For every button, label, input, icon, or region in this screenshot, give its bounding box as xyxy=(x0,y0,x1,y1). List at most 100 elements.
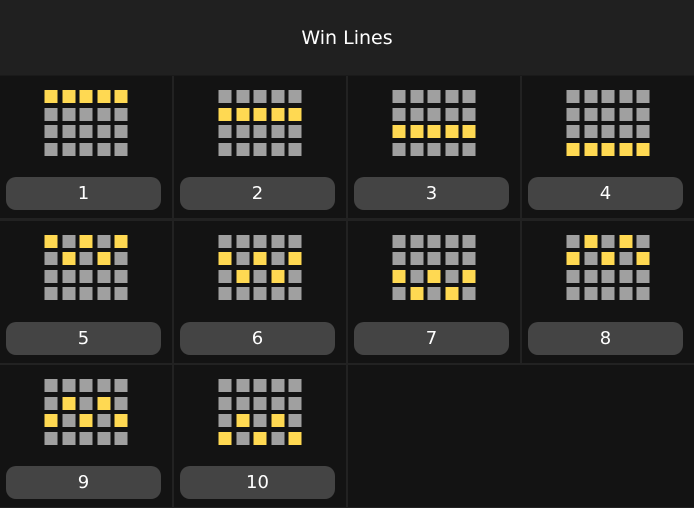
symbol-cell xyxy=(445,142,458,156)
symbol-cell xyxy=(253,396,267,410)
symbol-cell xyxy=(79,431,93,445)
symbol-cell xyxy=(79,252,93,266)
active-symbol-cell xyxy=(253,252,267,266)
symbol-cell xyxy=(114,396,128,410)
active-symbol-cell xyxy=(97,90,110,103)
symbol-cell xyxy=(79,396,93,410)
win-line-number-button[interactable]: 3 xyxy=(354,177,509,210)
symbol-cell xyxy=(601,90,615,103)
symbol-cell xyxy=(288,234,302,248)
symbol-cell xyxy=(218,142,232,156)
symbol-cell xyxy=(79,142,93,156)
win-line-number-button[interactable]: 5 xyxy=(6,321,161,355)
symbol-cell xyxy=(584,107,597,121)
active-symbol-cell xyxy=(427,125,441,138)
win-line-card: 4 xyxy=(522,76,694,218)
win-line-card: 2 xyxy=(174,76,346,218)
win-line-pattern xyxy=(392,90,476,156)
win-line-pattern xyxy=(218,90,302,156)
symbol-cell xyxy=(427,252,441,266)
symbol-cell xyxy=(601,287,615,301)
symbol-cell xyxy=(97,414,110,428)
symbol-cell xyxy=(566,234,580,248)
symbol-cell xyxy=(97,142,110,156)
symbol-cell xyxy=(114,107,128,121)
symbol-cell xyxy=(62,234,75,248)
symbol-cell xyxy=(601,234,615,248)
symbol-cell xyxy=(271,379,284,393)
symbol-cell xyxy=(601,107,615,121)
win-line-number-button[interactable]: 7 xyxy=(354,321,509,355)
symbol-cell xyxy=(288,379,302,393)
active-symbol-cell xyxy=(462,269,476,283)
symbol-cell xyxy=(253,90,267,103)
page-title: Win Lines xyxy=(301,26,393,49)
symbol-cell xyxy=(97,234,110,248)
active-symbol-cell xyxy=(584,142,597,156)
win-line-number-button[interactable]: 2 xyxy=(180,177,335,210)
symbol-cell xyxy=(271,90,284,103)
symbol-cell xyxy=(236,125,249,138)
symbol-cell xyxy=(392,107,406,121)
symbol-cell xyxy=(62,107,75,121)
active-symbol-cell xyxy=(97,396,110,410)
symbol-cell xyxy=(44,379,58,393)
win-line-number-button[interactable]: 6 xyxy=(180,321,335,355)
active-symbol-cell xyxy=(566,142,580,156)
win-line-number-button[interactable]: 4 xyxy=(528,177,683,210)
win-line-card: 10 xyxy=(174,365,346,508)
symbol-cell xyxy=(636,269,650,283)
symbol-cell xyxy=(97,379,110,393)
active-symbol-cell xyxy=(619,234,632,248)
symbol-cell xyxy=(236,287,249,301)
symbol-cell xyxy=(62,379,75,393)
active-symbol-cell xyxy=(44,234,58,248)
symbol-cell xyxy=(427,287,441,301)
symbol-cell xyxy=(97,287,110,301)
active-symbol-cell xyxy=(566,252,580,266)
symbol-cell xyxy=(288,414,302,428)
symbol-cell xyxy=(410,234,423,248)
win-line-pattern xyxy=(392,234,476,301)
active-symbol-cell xyxy=(236,414,249,428)
active-symbol-cell xyxy=(218,252,232,266)
active-symbol-cell xyxy=(445,287,458,301)
symbol-cell xyxy=(253,142,267,156)
symbol-cell xyxy=(601,125,615,138)
symbol-cell xyxy=(114,379,128,393)
symbol-cell xyxy=(427,234,441,248)
active-symbol-cell xyxy=(114,414,128,428)
symbol-cell xyxy=(253,379,267,393)
symbol-cell xyxy=(271,142,284,156)
symbol-cell xyxy=(636,107,650,121)
symbol-cell xyxy=(462,90,476,103)
win-line-pattern xyxy=(218,379,302,445)
symbol-cell xyxy=(445,269,458,283)
win-line-number-button[interactable]: 9 xyxy=(6,466,161,500)
symbol-cell xyxy=(288,396,302,410)
symbol-cell xyxy=(236,234,249,248)
symbol-cell xyxy=(392,142,406,156)
symbol-cell xyxy=(62,431,75,445)
symbol-cell xyxy=(114,269,128,283)
symbol-cell xyxy=(62,414,75,428)
symbol-cell xyxy=(218,234,232,248)
symbol-cell xyxy=(566,125,580,138)
symbol-cell xyxy=(44,142,58,156)
active-symbol-cell xyxy=(410,287,423,301)
symbol-cell xyxy=(236,396,249,410)
active-symbol-cell xyxy=(619,142,632,156)
win-line-card: 3 xyxy=(348,76,520,218)
symbol-cell xyxy=(392,90,406,103)
win-line-number-button[interactable]: 10 xyxy=(180,466,335,500)
active-symbol-cell xyxy=(288,431,302,445)
symbol-cell xyxy=(236,431,249,445)
symbol-cell xyxy=(253,269,267,283)
win-line-number-button[interactable]: 1 xyxy=(6,177,161,210)
symbol-cell xyxy=(619,107,632,121)
win-line-number-button[interactable]: 8 xyxy=(528,321,683,355)
symbol-cell xyxy=(288,287,302,301)
active-symbol-cell xyxy=(288,252,302,266)
active-symbol-cell xyxy=(584,234,597,248)
